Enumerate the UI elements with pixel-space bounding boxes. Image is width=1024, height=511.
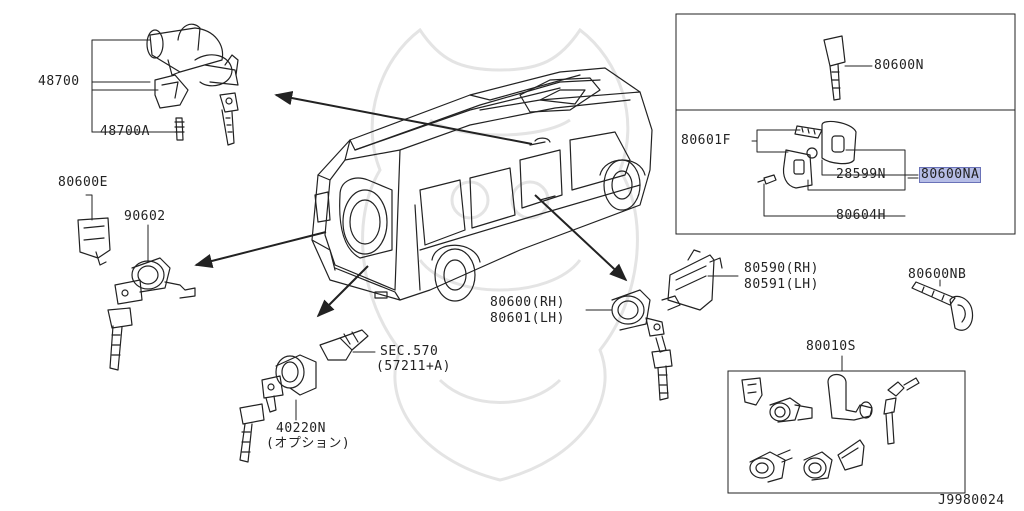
part-label-80010s: 80010S (806, 339, 856, 354)
part-label-sec570: SEC.570 (380, 344, 439, 359)
part-label-option: (オプション) (266, 436, 351, 451)
vehicle-illustration (311, 67, 653, 302)
part-label-80600nb: 80600NB (908, 267, 967, 282)
part-label-48700: 48700 (38, 74, 80, 89)
part-label-80600na-highlighted[interactable]: 80600NA (918, 167, 982, 183)
door-lock-illustration (611, 289, 681, 401)
part-label-28599n: 28599N (836, 167, 886, 182)
lock-kit-illustration (741, 373, 920, 483)
part-label-80590-rh: 80590(RH) (744, 261, 819, 276)
key-blank-nb-illustration (911, 281, 974, 331)
fuel-lid-lock-illustration (239, 329, 369, 463)
part-label-80600e: 80600E (58, 175, 108, 190)
figure-code: J9980024 (938, 493, 1005, 508)
part-label-57211a: (57211+A) (376, 359, 451, 374)
part-label-80601f: 80601F (681, 133, 731, 148)
key-n-illustration (823, 35, 846, 101)
part-label-40220n: 40220N (276, 421, 326, 436)
part-label-80601-lh: 80601(LH) (490, 311, 565, 326)
ignition-lock-illustration (146, 23, 239, 146)
door-lock-bracket-illustration (667, 249, 723, 311)
leader-lines (85, 39, 941, 421)
pointer-arrows (194, 90, 628, 318)
part-label-80591-lh: 80591(LH) (744, 277, 819, 292)
part-label-80604h: 80604H (836, 208, 886, 223)
part-label-48700a: 48700A (100, 124, 150, 139)
remote-key-illustration (757, 120, 857, 189)
back-door-lock-illustration (77, 217, 196, 371)
kit-box (727, 370, 966, 494)
key-set-box (675, 13, 1016, 235)
part-label-80600-rh: 80600(RH) (490, 295, 565, 310)
part-label-90602: 90602 (124, 209, 166, 224)
part-label-80600n: 80600N (874, 58, 924, 73)
